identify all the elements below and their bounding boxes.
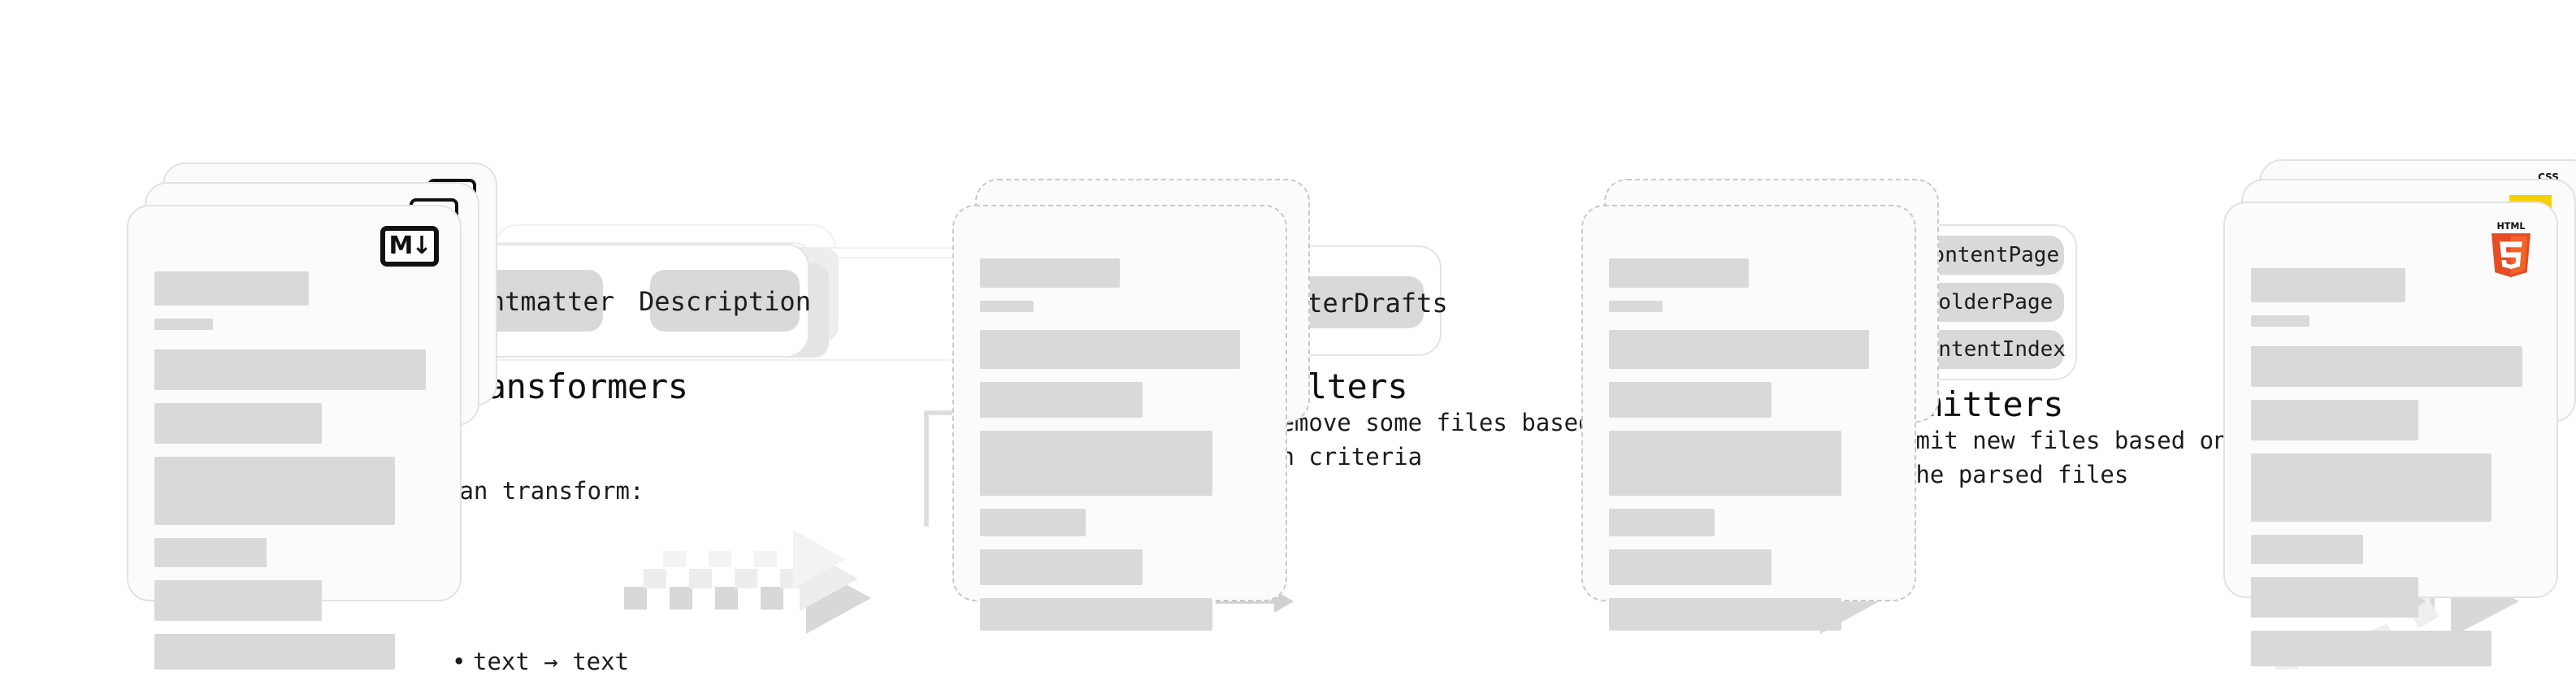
skeleton-bar [980, 431, 1212, 496]
skeleton-bar [154, 271, 309, 306]
skeleton-bar [980, 301, 1034, 312]
markdown-file-card-front: M↓ [127, 205, 462, 670]
skeleton-bar [154, 349, 426, 390]
skeleton-bar [2251, 346, 2522, 387]
skeleton-bar [1609, 598, 1841, 631]
chip-folderpage[interactable]: FolderPage [1915, 283, 2064, 322]
skeleton-bar [1609, 382, 1772, 418]
filters-subtitle: Remove some files based on criteria [1266, 411, 1593, 472]
transformers-subtitle: Can transform: text → text markdown → ma… [445, 408, 743, 681]
skeleton-bar [1609, 330, 1869, 369]
skeleton-bar [154, 403, 323, 444]
skeleton-bar [154, 457, 395, 525]
transformers-subtitle-lead: Can transform: [445, 479, 644, 506]
skeleton-bar [980, 509, 1086, 536]
emitters-subtitle: Emit new files based on the parsed files [1902, 429, 2228, 490]
html5-shield: HTML [2491, 221, 2530, 278]
skeleton-bar [1609, 258, 1749, 288]
modified-files-stack [952, 179, 1310, 631]
skeleton-bar [2251, 315, 2310, 327]
markdown-icon: M↓ [380, 226, 439, 267]
skeleton-bar [1609, 509, 1715, 536]
file-skeleton [154, 271, 434, 670]
skeleton-bar [154, 538, 267, 567]
file-skeleton [980, 258, 1260, 631]
skeleton-bar [980, 598, 1212, 631]
chip-contentpage[interactable]: ContentPage [1915, 236, 2064, 275]
skeleton-bar [1609, 549, 1772, 585]
html5-icon: HTML [2485, 219, 2537, 278]
skeleton-bar [154, 580, 323, 621]
capability-item: text → text [452, 647, 743, 681]
markdown-badge-label: M↓ [380, 226, 439, 267]
chip-description[interactable]: Description [639, 270, 811, 332]
skeleton-bar [980, 258, 1120, 288]
filtered-file-card-front [1581, 205, 1916, 631]
skeleton-bar [2251, 535, 2363, 564]
generated-html-file-card: HTML [2223, 202, 2558, 666]
markdown-files-stack: M↓ M↓ M↓ [127, 163, 497, 670]
filtered-files-stack [1581, 179, 1939, 631]
file-skeleton [1609, 258, 1889, 631]
skeleton-bar [154, 634, 395, 670]
skeleton-bar [2251, 453, 2491, 522]
transformers-capability-list: text → text markdown → markdown html → h… [445, 579, 743, 681]
skeleton-bar [2251, 400, 2419, 440]
skeleton-bar [980, 330, 1240, 369]
skeleton-bar [980, 382, 1143, 418]
skeleton-bar [2251, 577, 2419, 618]
generated-site-stack: CSS HTML [2223, 159, 2576, 666]
chip-description-label: Description [639, 285, 811, 316]
skeleton-bar [980, 549, 1143, 585]
skeleton-bar [2251, 268, 2405, 302]
file-skeleton [2251, 268, 2530, 666]
skeleton-bar [154, 319, 214, 330]
skeleton-bar [1609, 301, 1663, 312]
modified-file-card-front [952, 205, 1287, 631]
skeleton-bar [1609, 431, 1841, 496]
chip-contentpage-label: ContentPage [1919, 243, 2060, 267]
skeleton-bar [2251, 631, 2491, 666]
svg-text:HTML: HTML [2496, 221, 2525, 232]
chip-folderpage-label: FolderPage [1925, 290, 2053, 314]
